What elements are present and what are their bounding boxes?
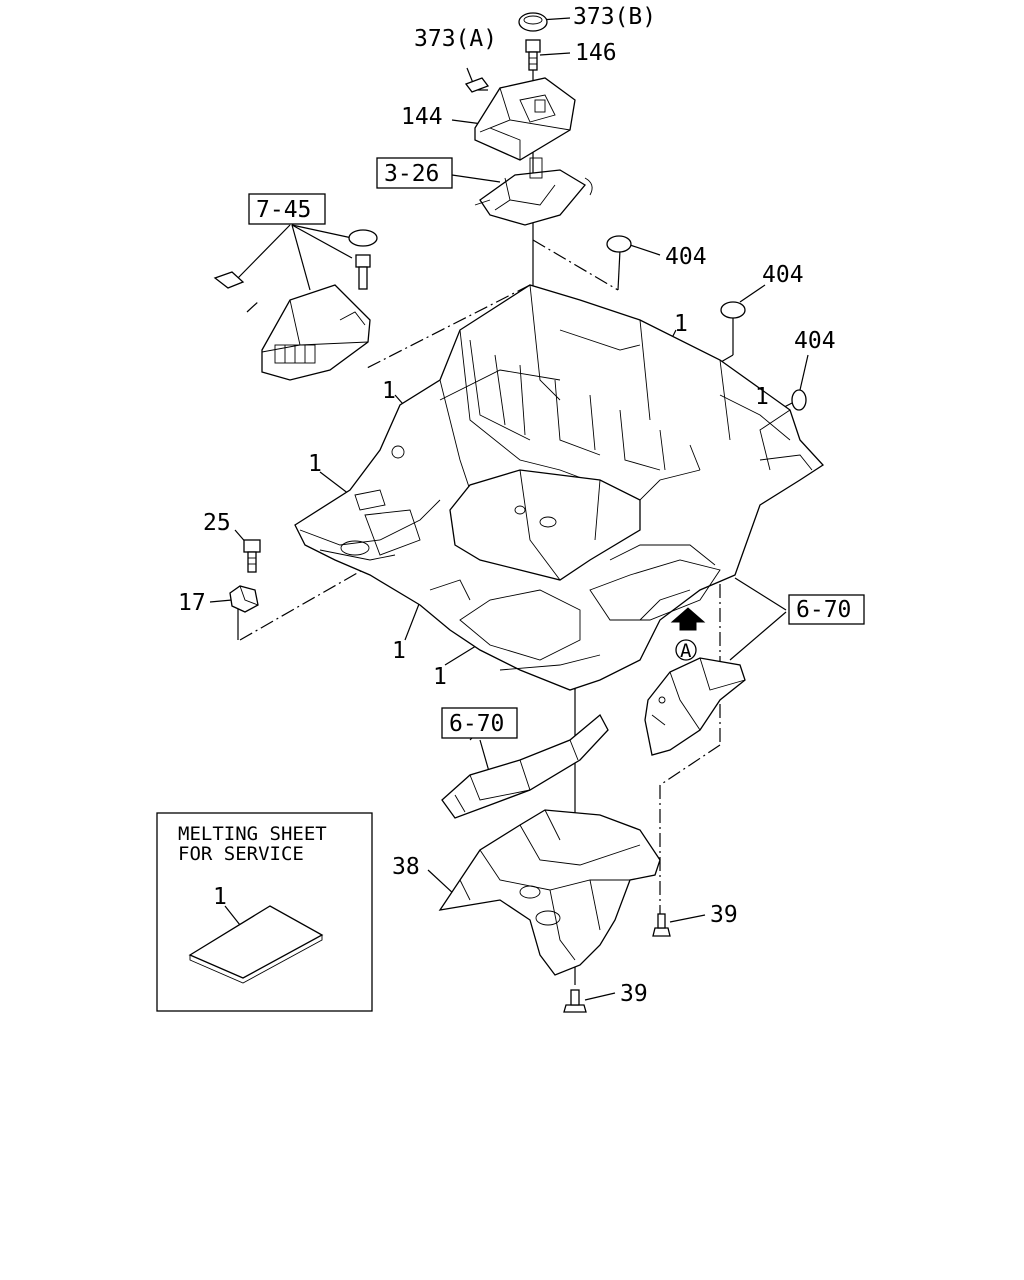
ref-box-745: 7-45: [248, 193, 326, 225]
part-1-floor-panel: [294, 284, 824, 691]
part-745-console-box: [213, 229, 378, 381]
part-404-plugs: [606, 235, 807, 411]
callout-1-e: 1: [392, 638, 406, 664]
callout-1-d: 1: [308, 451, 322, 477]
callout-404-b: 404: [762, 262, 804, 288]
ref-326-label: 3-26: [384, 161, 439, 187]
callout-labels: 373(B) 373(A) 146 144 404 404 404 1 1 1 …: [178, 4, 836, 1007]
ref-745-label: 7-45: [256, 197, 311, 223]
inset-title-line1: MELTING SHEET: [178, 823, 327, 845]
callout-39-bottom: 39: [620, 981, 648, 1007]
callout-1-b: 1: [755, 384, 769, 410]
callout-view-a: A: [680, 640, 692, 662]
callout-404-c: 404: [794, 328, 836, 354]
callout-373b: 373(B): [573, 4, 656, 30]
callout-144: 144: [401, 104, 443, 130]
part-144-console: [474, 77, 576, 161]
part-39-clip-bottom: [563, 989, 587, 1013]
ref-box-670-right: 6-70: [788, 594, 865, 625]
part-670-crossmember-right: [644, 657, 746, 756]
inset-melting-sheet: MELTING SHEET FOR SERVICE 1: [156, 812, 373, 1012]
ref-box-670-left: 6-70: [441, 707, 518, 739]
callout-25: 25: [203, 510, 231, 536]
callout-39-right: 39: [710, 902, 738, 928]
part-38-rear-floor: [438, 809, 661, 976]
callout-38: 38: [392, 854, 420, 880]
callout-1-f: 1: [433, 664, 447, 690]
ref-670-left-label: 6-70: [449, 711, 504, 737]
callout-373a: 373(A): [414, 26, 497, 52]
callout-404-a: 404: [665, 244, 707, 270]
part-670-crossmember-left: [441, 713, 609, 819]
part-25-bolt: [243, 539, 261, 573]
part-373b-cap: [518, 12, 548, 32]
part-373a-clip: [464, 77, 490, 93]
part-146-screw: [525, 39, 541, 71]
part-39-clip-right: [652, 913, 671, 937]
callout-1-a: 1: [674, 311, 688, 337]
callout-17: 17: [178, 590, 206, 616]
callout-1-c: 1: [382, 378, 396, 404]
ref-box-326: 3-26: [376, 157, 453, 189]
inset-part-number: 1: [213, 884, 227, 910]
inset-title-line2: FOR SERVICE: [178, 843, 304, 865]
part-326-shifter: [474, 157, 593, 226]
callout-146: 146: [575, 40, 617, 66]
view-a-arrow: [670, 607, 706, 661]
part-17-bracket: [229, 585, 259, 613]
ref-670-right-label: 6-70: [796, 597, 851, 623]
